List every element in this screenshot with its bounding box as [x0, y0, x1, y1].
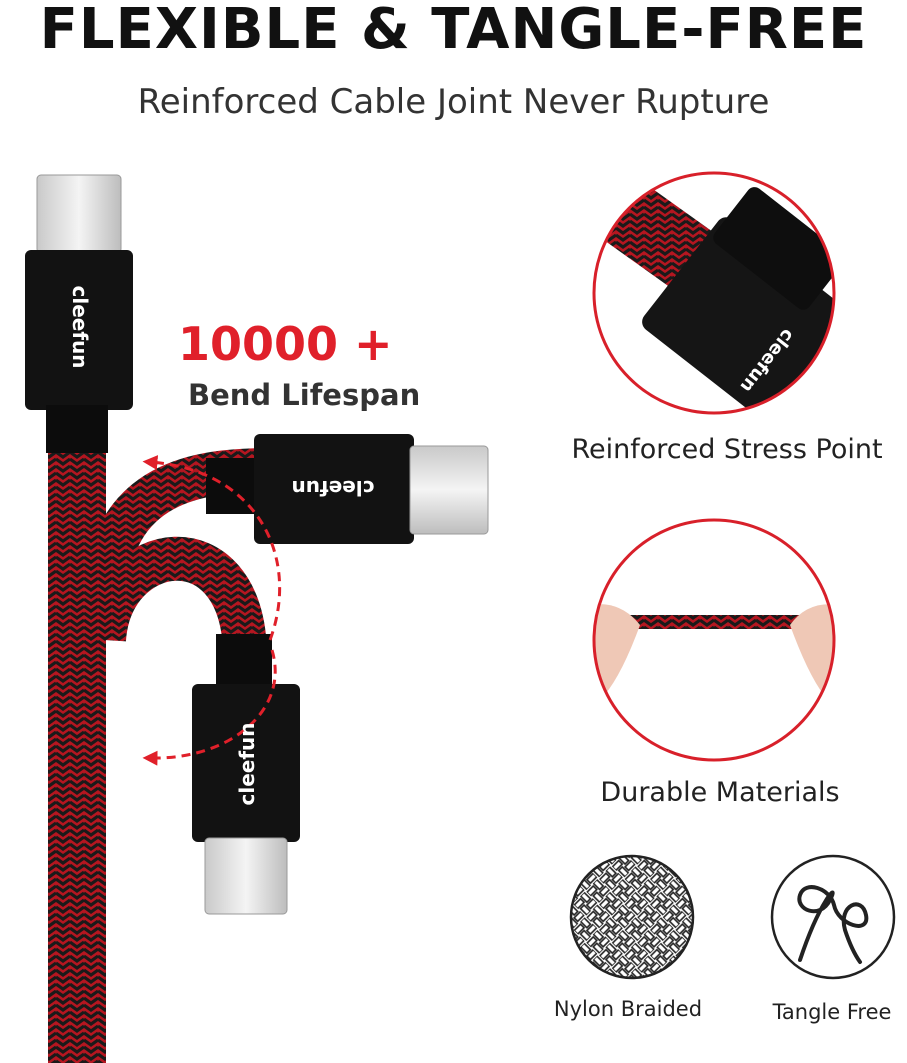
stress-point-photo	[592, 171, 836, 415]
bend-label: Bend Lifespan	[188, 378, 421, 412]
nylon-braided-icon	[569, 854, 695, 980]
top-connector	[25, 174, 133, 453]
bend-count: 10000 +	[178, 317, 393, 371]
horizontal-connector	[206, 434, 489, 544]
bent-cable-lower	[82, 536, 267, 652]
caption-tangle-free: Tangle Free	[772, 1000, 892, 1024]
lower-connector	[192, 634, 300, 915]
brand-label-top: cleefun	[68, 285, 92, 369]
brand-label-horizontal: cleefun	[291, 476, 375, 500]
subheadline: Reinforced Cable Joint Never Rupture	[137, 82, 770, 122]
durable-materials-photo	[592, 518, 836, 762]
brand-label-lower: cleefun	[235, 722, 259, 806]
tangle-free-icon	[770, 854, 896, 980]
bend-arrow-up	[142, 455, 282, 641]
caption-stress-point: Reinforced Stress Point	[571, 434, 883, 465]
caption-nylon-braided: Nylon Braided	[553, 997, 703, 1021]
bend-arrow-down	[142, 649, 277, 766]
caption-durable-materials: Durable Materials	[600, 777, 840, 808]
headline: FLEXIBLE & TANGLE-FREE	[39, 0, 868, 62]
